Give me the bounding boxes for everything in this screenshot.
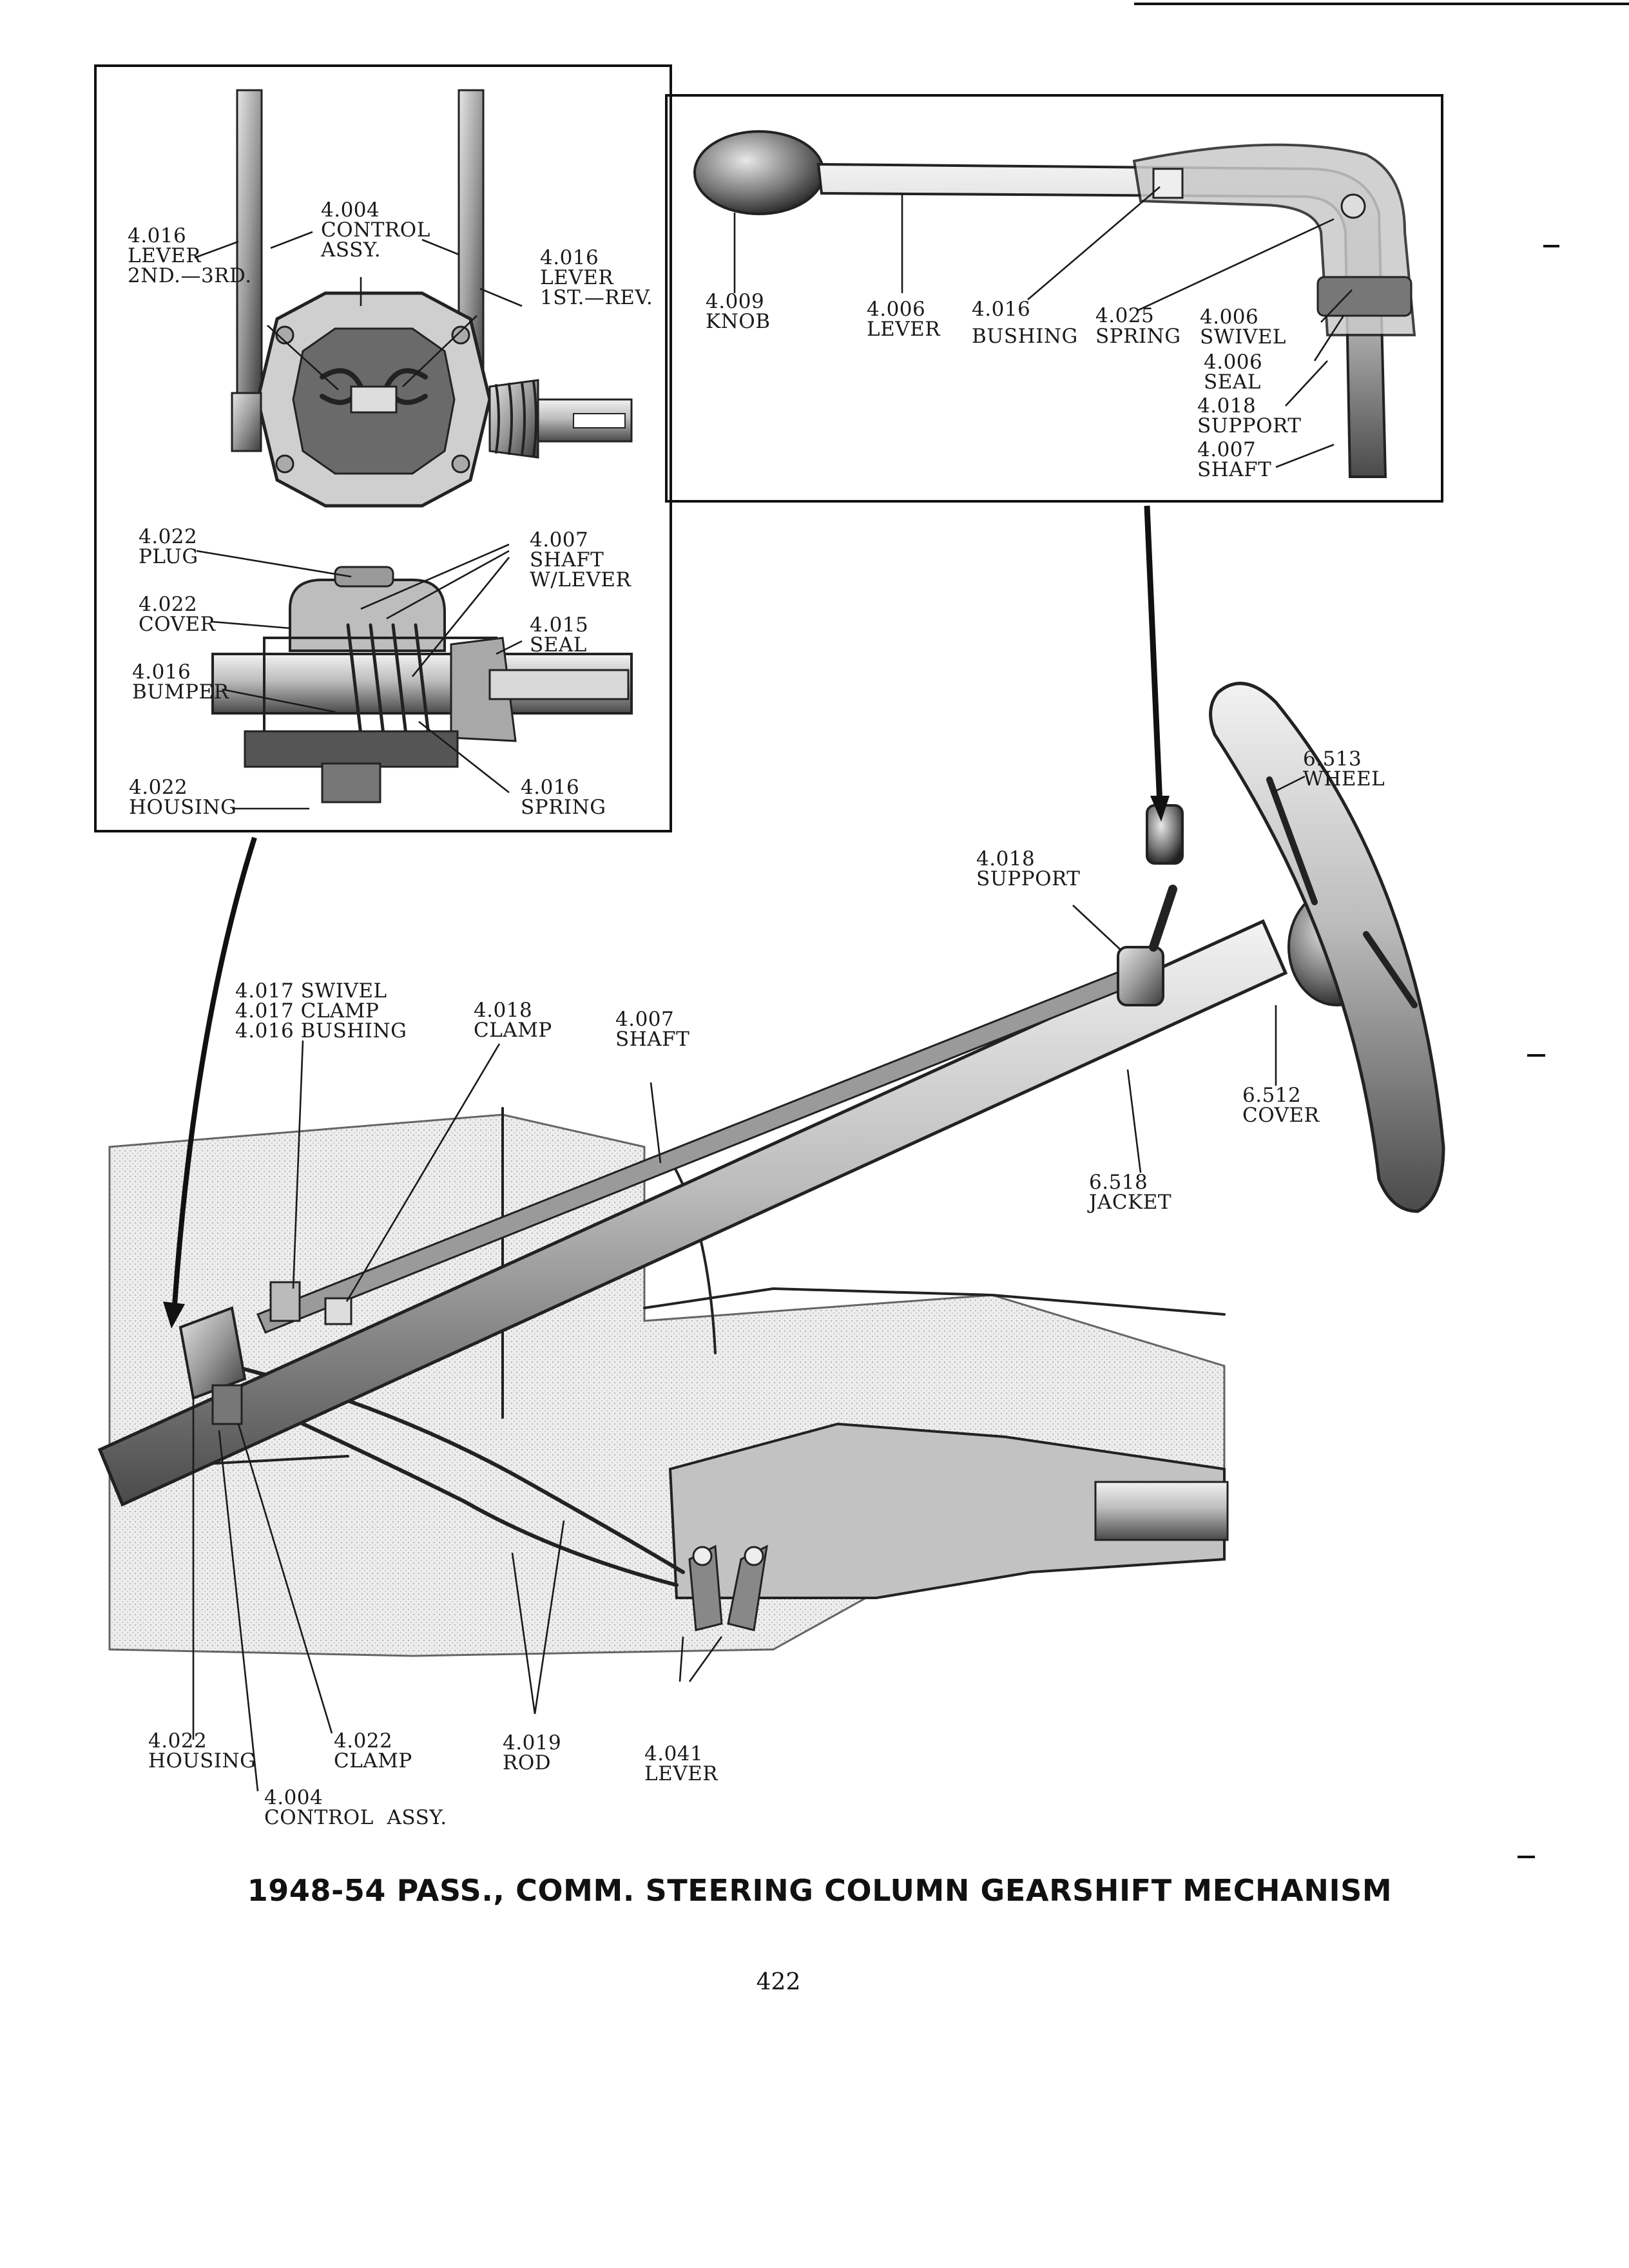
main-assembly-drawing bbox=[97, 682, 1445, 1657]
inset-link-arrow-left bbox=[171, 836, 257, 1315]
callout-spring-4016: 4.016 SPRING bbox=[521, 776, 606, 819]
callout-cover-4022: 4.022 COVER bbox=[139, 593, 217, 636]
callout-jacket: 6.518 JACKET bbox=[1087, 1171, 1171, 1214]
callout-swivel-4006: 4.006 SWIVEL bbox=[1200, 305, 1286, 349]
inset-link-arrow-right bbox=[1144, 505, 1163, 806]
callout-shaft-w-lever: 4.007 SHAFT W/LEVER bbox=[530, 528, 632, 591]
callout-lever-4006: 4.006 LEVER bbox=[867, 298, 941, 341]
callout-plug: 4.022 PLUG bbox=[139, 525, 204, 568]
callout-clamp-4022: 4.022 CLAMP bbox=[334, 1729, 412, 1773]
lever-bushing-drawing bbox=[1152, 168, 1184, 199]
inset-link-arrowhead-left bbox=[163, 1302, 185, 1329]
lower-control-housing bbox=[178, 1281, 352, 1425]
transmission-levers bbox=[688, 1544, 768, 1631]
callout-knob: 4.009 KNOB bbox=[706, 290, 771, 333]
callout-bumper: 4.016 BUMPER bbox=[132, 660, 230, 704]
callout-spring-4025: 4.025 SPRING bbox=[1095, 304, 1181, 348]
callout-support-4018-inset: 4.018 SUPPORT bbox=[1197, 394, 1301, 437]
steering-column-jacket bbox=[97, 919, 1288, 1507]
callout-support-4018: 4.018 SUPPORT bbox=[976, 847, 1080, 890]
callout-lever-2nd3rd: 4.016 LEVER 2ND.—3RD. bbox=[128, 224, 252, 287]
steering-wheel-drawing bbox=[1209, 682, 1445, 1213]
callout-control-assy-top: 4.004 CONTROL ASSY. bbox=[320, 198, 437, 262]
knob-drawing bbox=[693, 130, 825, 215]
margin-marks bbox=[1518, 245, 1559, 1858]
housing-front-drawing bbox=[231, 291, 492, 508]
inset-link-arrowhead-right bbox=[1150, 796, 1170, 822]
housing-section-drawing bbox=[211, 566, 633, 803]
figure-caption: 1948-54 PASS., COMM. STEERING COLUMN GEA… bbox=[247, 1873, 1393, 1908]
inset-frame-right bbox=[665, 94, 1443, 503]
callout-labels: 4.016 LEVER 2ND.—3RD. 4.004 CONTROL ASSY… bbox=[0, 0, 1385, 1829]
callout-lever-1st-rev: 4.016 LEVER 1ST.—REV. bbox=[540, 246, 653, 309]
control-assembly-inset bbox=[94, 64, 672, 832]
callout-seal-4015: 4.015 SEAL bbox=[530, 613, 595, 657]
callout-housing-bottom: 4.022 HOUSING bbox=[148, 1729, 256, 1773]
callout-shaft-4007-inset: 4.007 SHAFT bbox=[1197, 438, 1271, 481]
callout-cover-6512: 6.512 COVER bbox=[1242, 1084, 1320, 1127]
leader-lines bbox=[192, 186, 1353, 1792]
housing-shaft-drawing bbox=[488, 379, 633, 459]
callout-shaft-4007: 4.007 SHAFT bbox=[615, 1008, 689, 1051]
callout-seal-4006: 4.006 SEAL bbox=[1204, 351, 1269, 394]
firewall-outline bbox=[108, 1107, 1226, 1470]
callout-control-assy-bottom: 4.004 CONTROL ASSY. bbox=[0, 0, 480, 1829]
driveshaft-drawing bbox=[1094, 1481, 1229, 1541]
callout-rod: 4.019 ROD bbox=[503, 1731, 568, 1774]
lever-swivel-drawing bbox=[1316, 276, 1412, 317]
gearshift-lever-inset bbox=[665, 94, 1443, 503]
callout-housing-top: 4.022 HOUSING bbox=[129, 776, 236, 819]
lever-spring-drawing bbox=[1340, 193, 1366, 219]
upper-support-clamp bbox=[1117, 804, 1184, 1006]
callout-wheel: 6.513 WHEEL bbox=[1303, 747, 1385, 791]
callout-clamp-4018: 4.018 CLAMP bbox=[474, 999, 552, 1042]
inset-frame-left bbox=[94, 64, 672, 832]
callout-bushing-4016: 4.016 BUSHING bbox=[972, 298, 1078, 348]
callout-lever-4041: 4.041 LEVER bbox=[644, 1742, 718, 1785]
page-number: 422 bbox=[757, 1969, 801, 1995]
callout-swivel-clamp-bushing: 4.017 SWIVEL 4.017 CLAMP 4.016 BUSHING bbox=[235, 979, 407, 1043]
